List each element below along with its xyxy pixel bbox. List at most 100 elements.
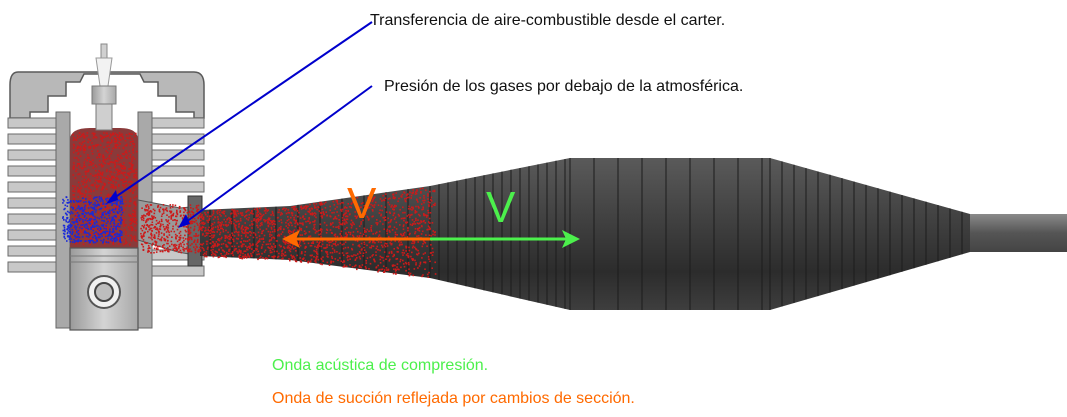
gas-particle [151, 224, 154, 226]
gas-particle [114, 143, 117, 146]
gas-particle [214, 216, 217, 219]
gas-particle [407, 261, 410, 264]
gas-particle [116, 133, 119, 136]
gas-particle [105, 231, 108, 234]
gas-particle [147, 251, 149, 253]
gas-particle [89, 202, 91, 204]
gas-particle [85, 240, 87, 242]
gas-particle [201, 218, 204, 220]
gas-particle [81, 210, 84, 212]
gas-particle [350, 202, 353, 205]
gas-particle [331, 240, 334, 242]
gas-particle [90, 184, 93, 186]
gas-particle [158, 220, 161, 223]
gas-particle [269, 249, 272, 252]
gas-particle [406, 215, 408, 217]
gas-particle [102, 231, 105, 233]
gas-particle [89, 234, 91, 236]
gas-particle [119, 198, 121, 201]
gas-particle [160, 224, 162, 227]
gas-particle [247, 219, 250, 221]
gas-particle [90, 228, 92, 230]
gas-particle [220, 238, 222, 240]
gas-particle [95, 237, 97, 239]
gas-particle [165, 219, 167, 221]
gas-particle [167, 249, 169, 251]
gas-particle [85, 176, 87, 178]
gas-particle [370, 227, 372, 229]
gas-particle [178, 245, 180, 248]
gas-particle [362, 202, 364, 204]
gas-particle [229, 217, 231, 220]
gas-particle [119, 230, 121, 232]
gas-particle [75, 219, 78, 222]
gas-particle [412, 245, 415, 248]
gas-particle [357, 230, 359, 233]
gas-particle [108, 230, 111, 233]
gas-particle [280, 219, 282, 221]
gas-particle [115, 203, 117, 205]
gas-particle [263, 234, 266, 237]
gas-particle [216, 211, 218, 213]
gas-particle [166, 229, 169, 231]
gas-particle [241, 230, 243, 232]
gas-particle [304, 247, 306, 249]
gas-particle [78, 231, 80, 233]
gas-particle [336, 235, 339, 238]
gas-particle [389, 258, 391, 261]
gas-particle [82, 214, 84, 217]
gas-particle [291, 214, 294, 217]
gas-particle [95, 201, 97, 203]
gas-particle [106, 141, 109, 144]
gas-particle [378, 268, 381, 271]
gas-particle [132, 156, 134, 158]
gas-particle [421, 275, 423, 278]
gas-particle [175, 237, 177, 240]
gas-particle [424, 261, 427, 264]
gas-particle [87, 228, 90, 231]
gas-particle [325, 232, 328, 234]
gas-particle [267, 224, 270, 227]
gas-particle [93, 134, 95, 137]
gas-particle [216, 244, 219, 246]
gas-particle [314, 260, 316, 262]
gas-particle [219, 222, 221, 224]
gas-particle [249, 247, 251, 249]
gas-particle [81, 208, 83, 210]
gas-particle [247, 254, 249, 256]
gas-particle [130, 226, 132, 228]
gas-particle [414, 212, 416, 214]
gas-particle [167, 230, 170, 232]
gas-particle [422, 243, 424, 245]
gas-particle [90, 220, 92, 222]
gas-particle [87, 222, 89, 224]
gas-particle [400, 196, 403, 198]
gas-particle [76, 207, 79, 210]
gas-particle [227, 224, 229, 226]
gas-particle [344, 241, 347, 243]
gas-particle [402, 234, 405, 237]
gas-particle [272, 243, 275, 245]
gas-particle [150, 227, 153, 230]
gas-particle [80, 210, 83, 212]
gas-particle [257, 217, 259, 220]
gas-particle [238, 223, 240, 226]
gas-particle [406, 221, 409, 224]
gas-particle [93, 208, 96, 211]
gas-particle [112, 185, 115, 188]
gas-particle [167, 219, 170, 222]
gas-particle [113, 231, 115, 233]
gas-particle [75, 204, 78, 206]
gas-particle [241, 231, 244, 234]
gas-particle [323, 203, 326, 205]
gas-particle [87, 232, 90, 235]
gas-particle [166, 240, 169, 242]
gas-particle [398, 268, 400, 271]
gas-particle [292, 231, 294, 234]
gas-particle [186, 226, 188, 228]
gas-particle [135, 174, 137, 176]
gas-particle [87, 212, 90, 214]
gas-particle [407, 227, 409, 230]
gas-particle [298, 243, 300, 246]
gas-particle [102, 161, 105, 163]
